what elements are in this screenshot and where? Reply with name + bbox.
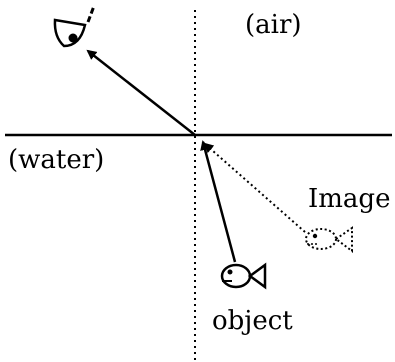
virtual-ray	[203, 142, 306, 233]
refracted-ray	[86, 49, 196, 136]
object-label: object	[212, 306, 293, 336]
fish-outline-dotted-icon	[305, 226, 353, 253]
image-label: Image	[308, 184, 391, 214]
water-label: (water)	[8, 145, 105, 175]
incident-ray	[200, 140, 237, 263]
air-label: (air)	[245, 10, 302, 40]
fish-icon	[220, 262, 267, 290]
eye-icon	[53, 5, 96, 48]
